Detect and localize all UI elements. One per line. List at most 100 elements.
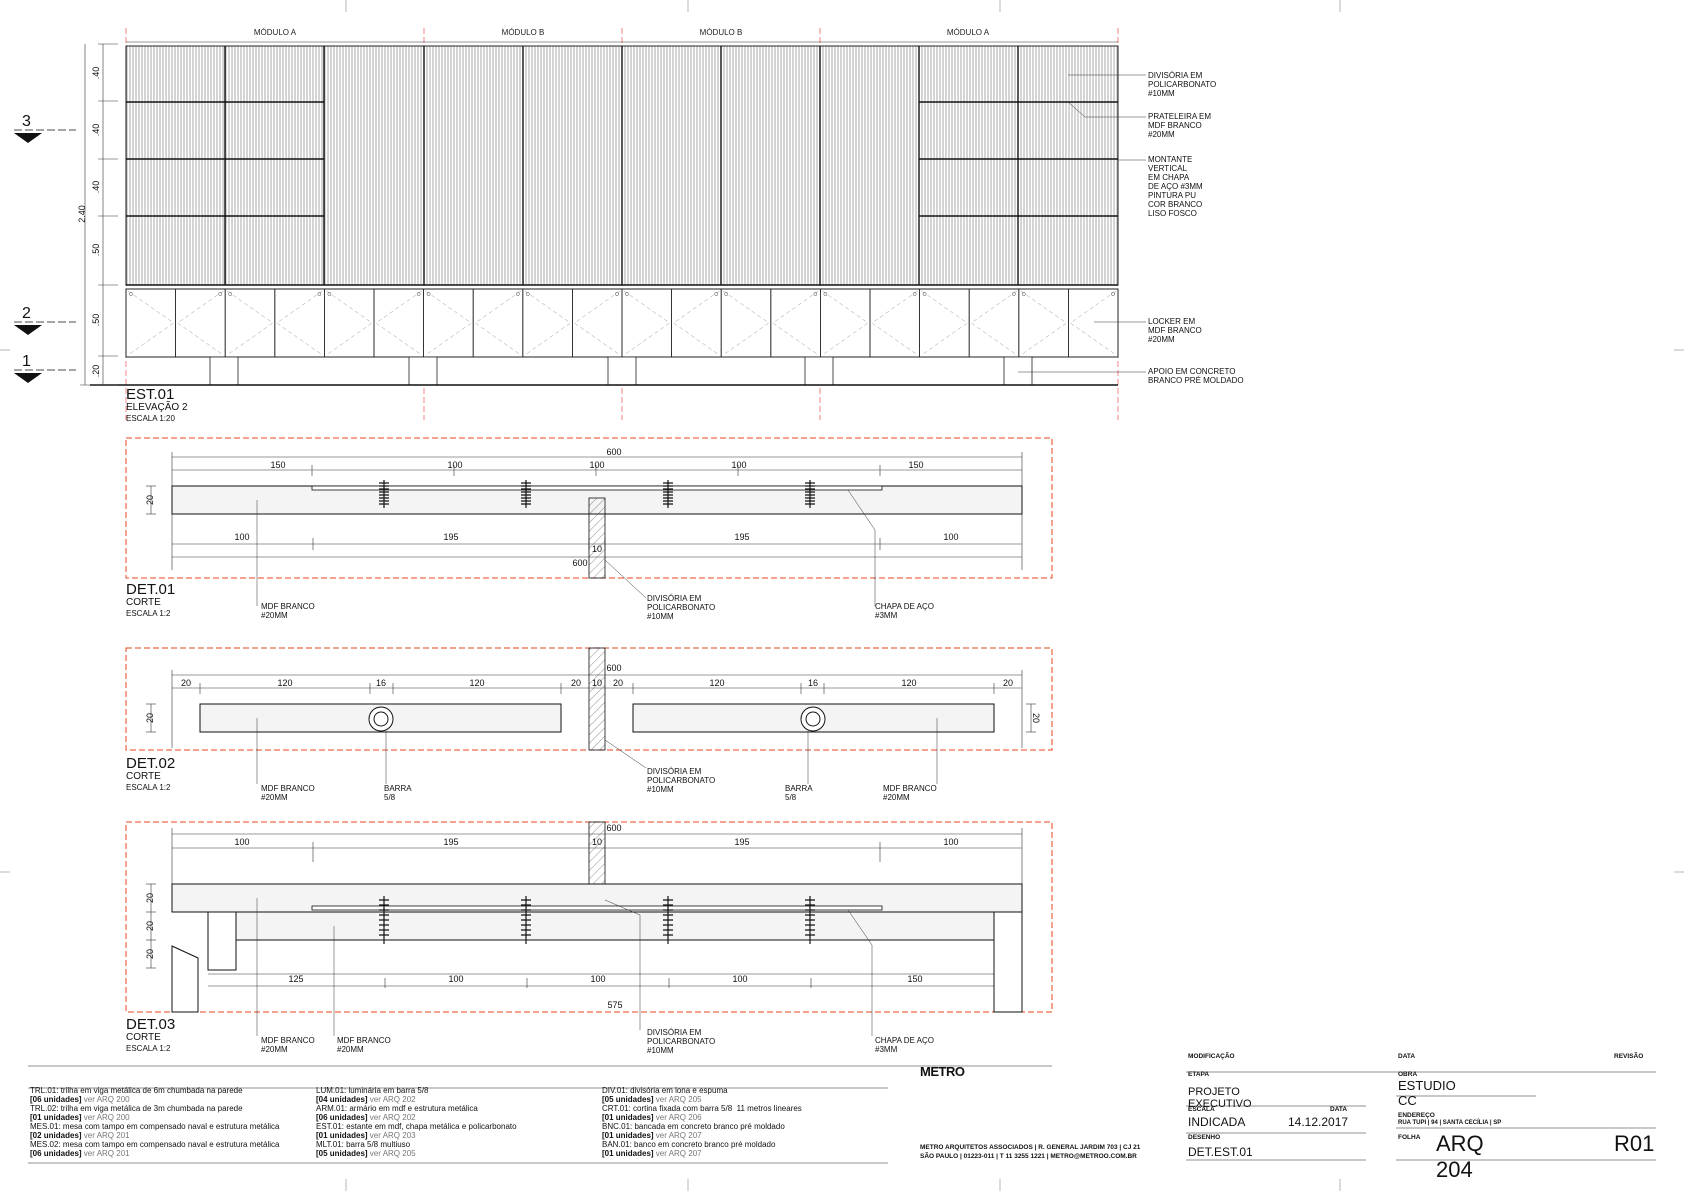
det01-steel-plate: [311, 485, 883, 491]
callout-divisoria: DIVISÓRIA EM POLICARBONATO #10MM: [1148, 71, 1217, 98]
locker-swing: [673, 290, 720, 356]
det01-dim-150a: 150: [270, 460, 285, 470]
det01-label-chapa: CHAPA DE AÇO #3MM: [875, 602, 934, 620]
det02-label-divisoria: DIVISÓRIA EM POLICARBONATO #10MM: [647, 767, 716, 794]
legend-item: DIV.01: divisória em lona e espuma[05 un…: [602, 1086, 728, 1104]
concrete-supports: [209, 356, 1033, 386]
det02-dim-10: 10: [592, 678, 602, 688]
det03-dim-20b: 20: [145, 921, 155, 931]
locker-swing: [326, 290, 373, 356]
tb-endereco: RUA TUPI | 94 | SANTA CECÍLIA | SP: [1398, 1120, 1502, 1126]
title-det01-scale: ESCALA 1:2: [126, 609, 171, 618]
title-det03-name: CORTE: [126, 1032, 161, 1043]
legend-desc: luminária em barra 5/8: [346, 1086, 429, 1095]
module-label-3: MÓDULO B: [700, 28, 743, 37]
det02-label-mdf-left: MDF BRANCO #20MM: [261, 784, 315, 802]
tb-desenho-label: DESENHO: [1188, 1134, 1221, 1141]
legend-desc: barra 5/8 multiuso: [343, 1140, 411, 1149]
legend-qty: [06 unidades]: [316, 1113, 368, 1122]
det02-dim-600: 600: [606, 663, 621, 673]
det01-dim-150b: 150: [908, 460, 923, 470]
detail-det03: 600 100 195 10 195 100 20 20 20 125 100 …: [125, 821, 1053, 1036]
legend-qty: [05 unidades]: [602, 1095, 654, 1104]
det01-frame: [125, 437, 1053, 579]
legend-desc: mesa com tampo em compensado naval e est…: [60, 1140, 280, 1149]
tb-data-label: DATA: [1398, 1053, 1416, 1060]
legend-desc: bancada em concreto branco pré moldado: [632, 1122, 785, 1131]
det03-concrete-edge: [171, 945, 199, 1013]
shelves: [126, 101, 1118, 286]
dim-v-6: .20: [91, 365, 101, 378]
det03-label-mdf-a: MDF BRANCO #20MM: [261, 1036, 315, 1054]
dim-v-4: .50: [91, 244, 101, 257]
locker-swing: [970, 290, 1017, 356]
legend-code: EST.01:: [316, 1122, 345, 1131]
legend-code: TRL.02:: [30, 1104, 59, 1113]
locker-swing: [723, 290, 770, 356]
elevation-est01: MÓDULO A MÓDULO B MÓDULO B MÓDULO A: [14, 28, 1146, 420]
det02-dim-16a: 16: [376, 678, 386, 688]
locker-swing: [227, 290, 274, 356]
legend-desc: mesa com tampo em compensado naval e est…: [60, 1122, 280, 1131]
locker-swing: [127, 290, 175, 356]
legend-qty: [04 unidades]: [316, 1095, 368, 1104]
title-det02-name: CORTE: [126, 771, 161, 782]
title-det02: DET.02 CORTE ESCALA 1:2: [126, 756, 175, 793]
locker-swing: [772, 290, 819, 356]
dim-v-1: .40: [91, 67, 101, 80]
locker-knob: [714, 292, 719, 296]
tb-folha-label: FOLHA: [1398, 1134, 1421, 1141]
legend-qty: [06 unidades]: [30, 1149, 82, 1158]
det03-bench-leg-left: [207, 911, 237, 971]
det03-dim-100a: 100: [234, 837, 249, 847]
tb-modificacao-label: MODIFICAÇÃO: [1188, 1053, 1235, 1060]
locker-swing: [177, 290, 224, 356]
det03-dim-20a: 20: [145, 893, 155, 903]
tb-endereco-label: ENDEREÇO: [1398, 1112, 1435, 1119]
legend-code: MES.02:: [30, 1140, 61, 1149]
legend-qty: [06 unidades]: [30, 1095, 82, 1104]
det03-dim-195a: 195: [443, 837, 458, 847]
det02-label-barra-right: BARRA 5/8: [785, 784, 813, 802]
det03-steel-plate: [311, 905, 883, 911]
det02-dim-16b: 16: [808, 678, 818, 688]
callout-prateleira: PRATELEIRA EM MDF BRANCO #20MM: [1148, 112, 1211, 139]
legend-code: BNC.01:: [602, 1122, 633, 1131]
legend-item: MES.01: mesa com tampo em compensado nav…: [30, 1122, 279, 1140]
title-est01-scale: ESCALA 1:20: [126, 414, 175, 423]
det01-label-divisoria: DIVISÓRIA EM POLICARBONATO #10MM: [647, 594, 716, 621]
title-est01: EST.01 ELEVAÇÃO 2 ESCALA 1:20: [126, 387, 188, 424]
det01-label-mdf: MDF BRANCO #20MM: [261, 602, 315, 620]
legend-ref: ver ARQ 202: [367, 1113, 416, 1122]
legend-desc: trilha em viga metálica de 6m chumbada n…: [58, 1086, 243, 1095]
det03-bench-leg-right: [993, 911, 1023, 1013]
det03-dim-100b: 100: [943, 837, 958, 847]
detail-det02: 600 20 120 16 120 20 10 20 120 16 120 20…: [125, 647, 1053, 784]
det02-dim-20a: 20: [181, 678, 191, 688]
det03-label-mdf-b: MDF BRANCO #20MM: [337, 1036, 391, 1054]
locker-swing: [822, 290, 869, 356]
legend-code: DIV.01:: [602, 1086, 628, 1095]
legend-qty: [01 unidades]: [316, 1131, 368, 1140]
dim-v-3: .40: [91, 181, 101, 194]
brand-address-1: METRO ARQUITETOS ASSOCIADOS | R. GENERAL…: [920, 1144, 1141, 1151]
legend-ref: ver ARQ 203: [367, 1131, 416, 1140]
det02-dim-20b: 20: [571, 678, 581, 688]
callout-apoio: APOIO EM CONCRETO BRANCO PRÉ MOLDADO: [1148, 367, 1244, 385]
legend-code: MES.01:: [30, 1122, 61, 1131]
module-label-2: MÓDULO B: [502, 28, 545, 37]
dim-v-2: .40: [91, 124, 101, 137]
det03-screws: [379, 896, 815, 944]
tb-obra: ESTUDIO CC: [1398, 1078, 1456, 1108]
legend-desc: divisória em lona e espuma: [627, 1086, 728, 1095]
legend-code: CRT.01:: [602, 1104, 631, 1113]
locker-swing: [871, 290, 918, 356]
locker-knob: [823, 292, 828, 296]
tb-folha: ARQ 204: [1436, 1131, 1484, 1182]
det02-dim-20f: 20: [1031, 713, 1041, 723]
locker-swing: [1069, 290, 1117, 356]
det03-dim-20c: 20: [145, 949, 155, 959]
locker-knob: [515, 292, 520, 296]
legend-code: ARM.01:: [316, 1104, 348, 1113]
legend-item: TRL.02: trilha em viga metálica de 3m ch…: [30, 1104, 243, 1122]
